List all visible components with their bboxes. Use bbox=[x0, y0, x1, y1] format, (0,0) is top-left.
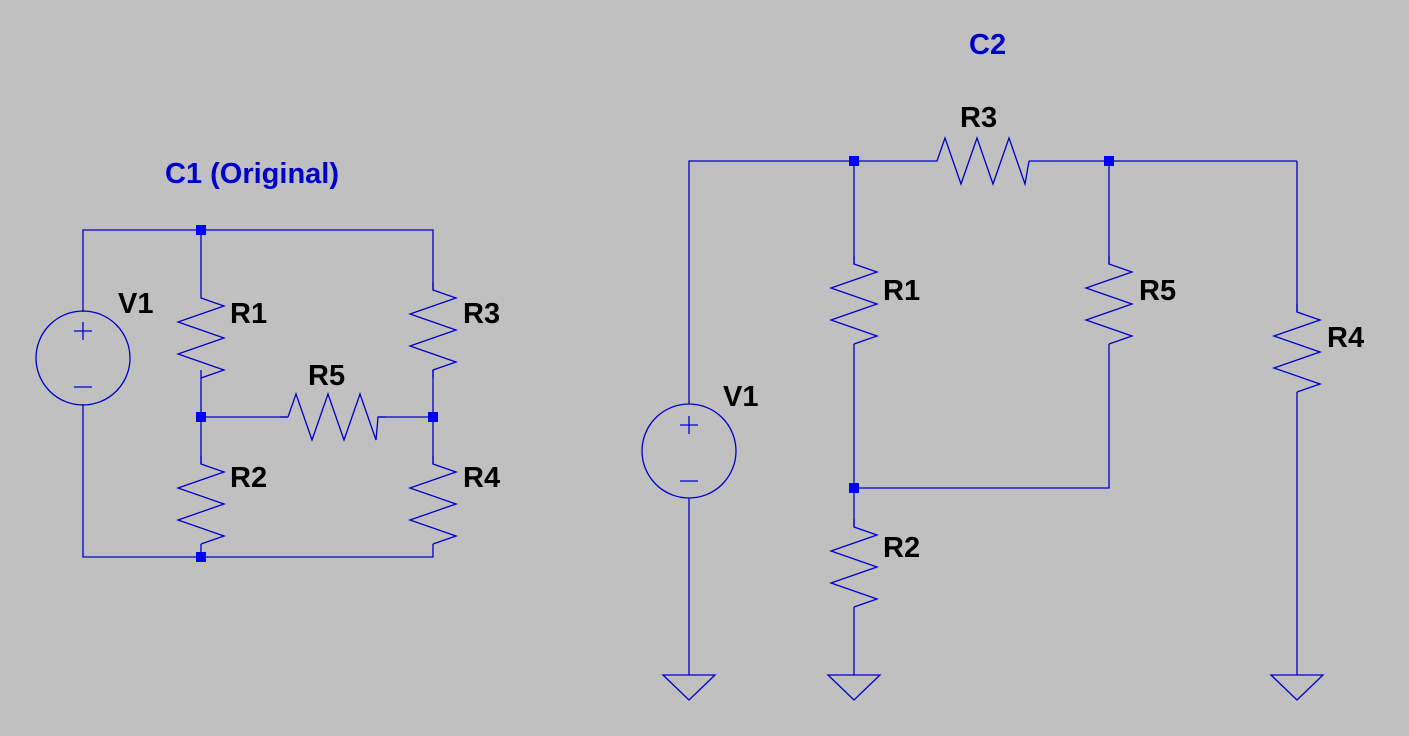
c1-resistor-r2 bbox=[176, 456, 226, 545]
c2-node-mid bbox=[849, 483, 859, 493]
c2-label-r3: R3 bbox=[960, 102, 997, 134]
c1-resistor-r5 bbox=[280, 392, 386, 442]
c2-ground-r2 bbox=[826, 674, 882, 701]
c2-node-top-right bbox=[1104, 156, 1114, 166]
c2-resistor-r3 bbox=[929, 136, 1030, 187]
c2-label-r5: R5 bbox=[1139, 275, 1176, 307]
c2-wires bbox=[688, 160, 1298, 675]
c2-label-r2: R2 bbox=[883, 532, 920, 564]
c2-ground-v1 bbox=[661, 674, 717, 701]
c1-resistor-r3 bbox=[408, 282, 458, 378]
circuit-c1: C1 (Original) V1 R1 R2 R3 R4 bbox=[35, 158, 500, 562]
circuit-c2: C2 V1 R3 R1 R5 R2 bbox=[641, 29, 1364, 701]
c2-label-r4: R4 bbox=[1327, 322, 1364, 354]
c2-resistor-r5 bbox=[1084, 256, 1134, 345]
c2-node-top-left bbox=[849, 156, 859, 166]
c1-label-v1: V1 bbox=[118, 288, 153, 320]
c2-voltage-source-v1 bbox=[641, 403, 737, 499]
c1-node-top bbox=[196, 225, 206, 235]
c1-voltage-source-v1 bbox=[35, 310, 131, 406]
c1-node-mid-left bbox=[196, 412, 206, 422]
c1-node-mid-right bbox=[428, 412, 438, 422]
c1-label-r1: R1 bbox=[230, 298, 267, 330]
c1-label-r4: R4 bbox=[463, 462, 500, 494]
c1-wires bbox=[82, 229, 434, 558]
c1-title: C1 (Original) bbox=[165, 158, 339, 190]
c1-label-r2: R2 bbox=[230, 462, 267, 494]
c1-label-r3: R3 bbox=[463, 298, 500, 330]
c1-resistor-r4 bbox=[408, 456, 458, 545]
c1-node-bottom bbox=[196, 552, 206, 562]
c1-label-r5: R5 bbox=[308, 360, 345, 392]
c2-resistor-r4 bbox=[1272, 304, 1322, 393]
c2-label-r1: R1 bbox=[883, 275, 920, 307]
c2-resistor-r1 bbox=[829, 256, 879, 345]
c2-title: C2 bbox=[969, 29, 1006, 61]
c1-resistor-r1 bbox=[176, 290, 226, 379]
c2-label-v1: V1 bbox=[723, 381, 758, 413]
c2-ground-r4 bbox=[1269, 674, 1325, 701]
c2-resistor-r2 bbox=[829, 519, 879, 608]
